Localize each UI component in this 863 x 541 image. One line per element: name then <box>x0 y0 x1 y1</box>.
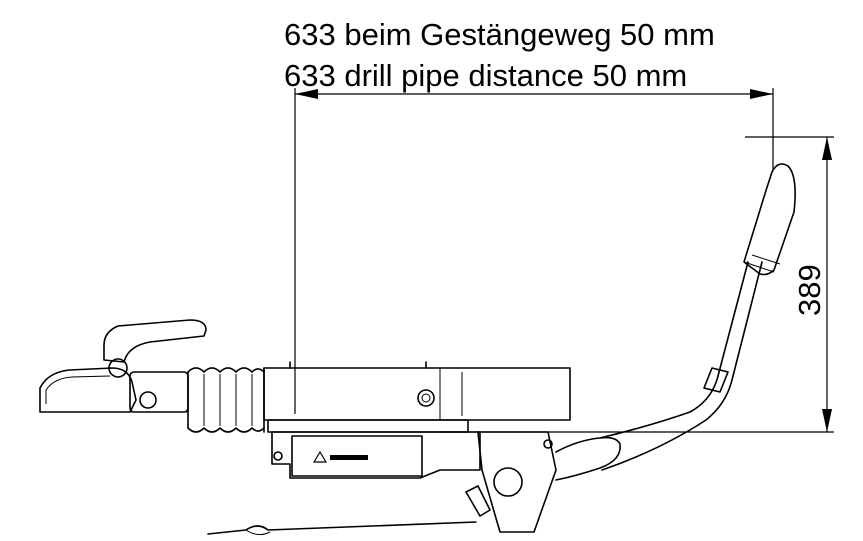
hand-brake-lever <box>555 163 796 481</box>
warning-triangle-icon <box>312 450 328 463</box>
caption-german: 633 beim Gestängeweg 50 mm <box>284 17 715 52</box>
arrowhead-top <box>822 137 832 160</box>
arrowhead-left <box>295 89 318 99</box>
housing-nut <box>417 389 435 407</box>
damper <box>271 431 481 479</box>
arrowhead-bottom <box>822 409 832 432</box>
lever-grip <box>743 163 796 276</box>
arrowhead-right <box>750 89 773 99</box>
warning-label <box>330 455 368 460</box>
height-dimension-label: 389 <box>792 264 827 316</box>
main-housing <box>263 361 571 433</box>
coupling-head <box>39 319 207 413</box>
bellows <box>187 367 265 433</box>
vertical-dimension <box>440 136 834 433</box>
caption-english: 633 drill pipe distance 50 mm <box>284 58 687 93</box>
pivot-hole <box>493 467 523 497</box>
lever-bracket <box>465 431 557 533</box>
coupling-handle <box>103 319 207 363</box>
coupling-bolt <box>139 391 157 409</box>
breakaway-cable <box>207 521 477 536</box>
horizontal-dimension <box>294 88 774 414</box>
